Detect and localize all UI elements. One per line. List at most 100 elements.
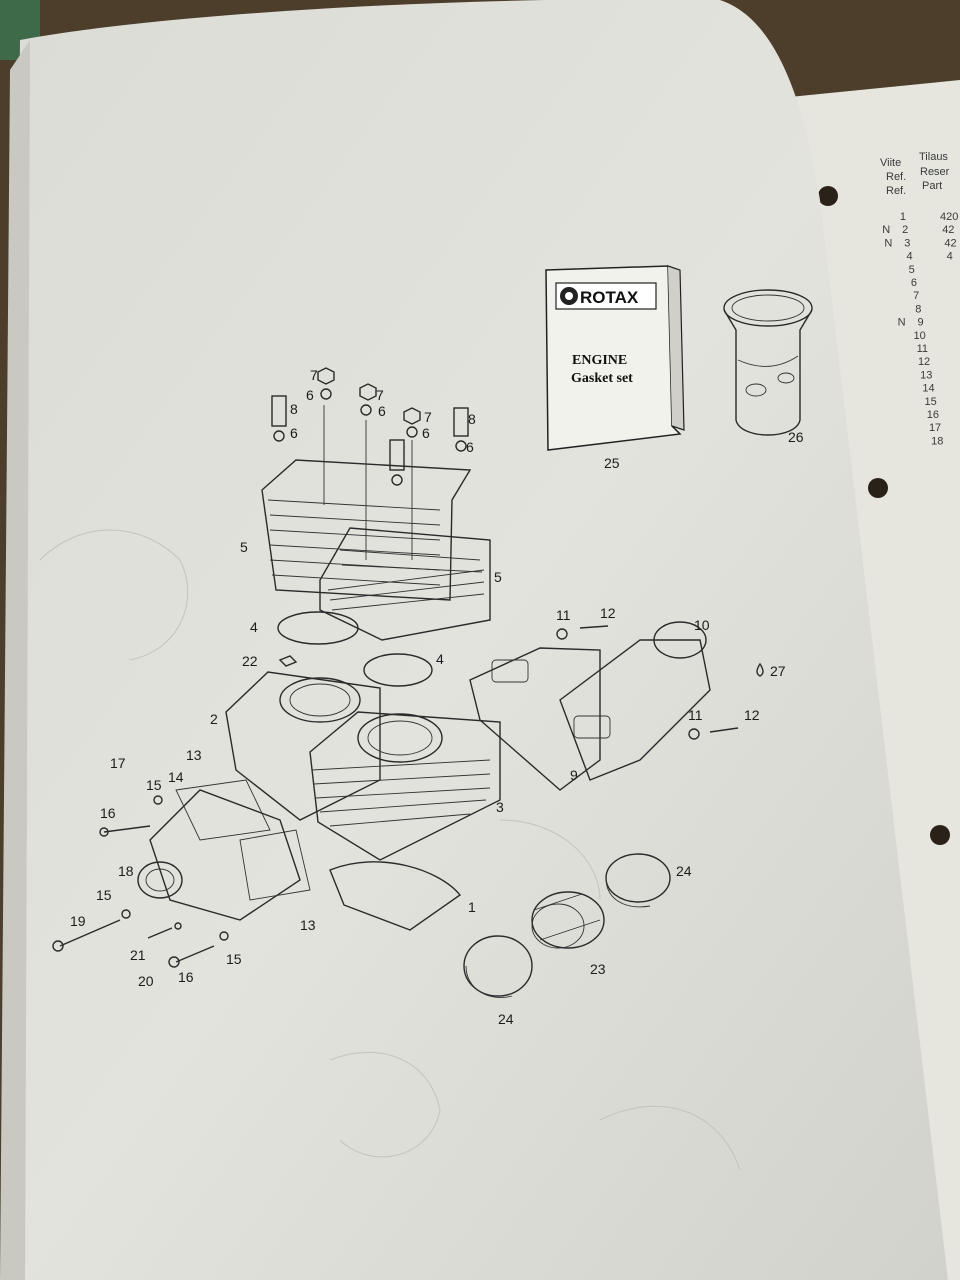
callout: 4 bbox=[436, 651, 444, 667]
intake-manifold bbox=[52, 779, 311, 968]
table-ref: 1 bbox=[900, 211, 906, 223]
table-ref: 12 bbox=[918, 356, 930, 368]
callout: 19 bbox=[70, 913, 86, 929]
table-header: Ref. bbox=[886, 171, 906, 183]
booklet-title: ENGINE bbox=[572, 353, 627, 368]
table-header: Tilaus bbox=[919, 151, 948, 163]
table-header: Reser bbox=[920, 166, 950, 178]
callout: 7 bbox=[424, 409, 432, 425]
callout: 6 bbox=[290, 425, 298, 441]
table-part: 42 bbox=[942, 224, 954, 236]
binder-hole bbox=[930, 825, 950, 845]
callout: 12 bbox=[744, 707, 760, 723]
table-ref: 9 bbox=[917, 317, 923, 329]
callout: 7 bbox=[310, 367, 318, 383]
table-ref: 17 bbox=[929, 422, 941, 434]
cylinder-liner bbox=[723, 289, 813, 436]
table-part: 42 bbox=[944, 237, 956, 249]
sleeve-and-clamps bbox=[463, 853, 671, 998]
stud bbox=[389, 439, 405, 471]
callout: 6 bbox=[466, 439, 474, 455]
head-gasket bbox=[363, 653, 433, 687]
callout: 14 bbox=[168, 769, 184, 785]
droplet-icon bbox=[756, 662, 764, 677]
callout: 20 bbox=[138, 973, 154, 989]
callout: 23 bbox=[590, 961, 606, 977]
binder-hole bbox=[868, 478, 888, 498]
callout: 18 bbox=[118, 863, 134, 879]
callout: 17 bbox=[110, 755, 126, 771]
callout: 8 bbox=[468, 411, 476, 427]
callout: 6 bbox=[378, 403, 386, 419]
callout: 26 bbox=[788, 429, 804, 445]
nut-7 bbox=[317, 367, 335, 385]
exhaust-manifold bbox=[469, 621, 764, 791]
callout: 11 bbox=[556, 607, 571, 623]
table-ref: 13 bbox=[920, 369, 932, 381]
callout: 27 bbox=[770, 663, 786, 679]
gasket-set-booklet: ROTAX ENGINE Gasket set bbox=[545, 265, 685, 451]
table-ref: 16 bbox=[927, 409, 939, 421]
table-flag: N bbox=[884, 237, 892, 249]
brand-text: ROTAX bbox=[580, 288, 639, 307]
callout: 25 bbox=[604, 455, 620, 471]
table-ref: 8 bbox=[915, 303, 921, 315]
callout: 3 bbox=[496, 799, 504, 815]
table-flag: N bbox=[898, 317, 906, 329]
callout: 6 bbox=[306, 387, 314, 403]
callout: 13 bbox=[300, 917, 316, 933]
callout: 24 bbox=[676, 863, 692, 879]
callout: 7 bbox=[376, 387, 384, 403]
table-flag: N bbox=[882, 224, 890, 236]
table-header: Part bbox=[922, 180, 942, 192]
main-page bbox=[10, 0, 948, 1280]
callout: 5 bbox=[240, 539, 248, 555]
table-header: Ref. bbox=[886, 185, 906, 197]
nut-7 bbox=[359, 383, 377, 401]
table-header: Viite bbox=[880, 157, 901, 169]
part-22 bbox=[278, 655, 298, 667]
binder-hole bbox=[818, 186, 838, 206]
table-part: 4 bbox=[947, 251, 953, 263]
nut-7 bbox=[403, 407, 421, 425]
callout: 15 bbox=[226, 951, 242, 967]
table-ref: 3 bbox=[904, 237, 910, 249]
page-stack-edge bbox=[0, 40, 30, 1280]
callout: 16 bbox=[178, 969, 194, 985]
table-part: 420 bbox=[940, 211, 958, 223]
booklet-subtitle: Gasket set bbox=[571, 371, 633, 386]
table-ref: 4 bbox=[906, 251, 912, 263]
callout: 16 bbox=[100, 805, 116, 821]
table-ref: 14 bbox=[922, 383, 934, 395]
callout: 9 bbox=[570, 767, 578, 783]
callout: 4 bbox=[250, 619, 258, 635]
callout: 1 bbox=[468, 899, 476, 915]
table-ref: 11 bbox=[917, 343, 928, 355]
callout: 22 bbox=[242, 653, 258, 669]
base-gasket bbox=[329, 861, 462, 931]
callout: 15 bbox=[96, 887, 112, 903]
callout: 5 bbox=[494, 569, 502, 585]
callout: 2 bbox=[210, 711, 218, 727]
stud-8 bbox=[271, 395, 287, 427]
callout: 21 bbox=[130, 947, 146, 963]
stud-8 bbox=[453, 407, 469, 437]
callout: 8 bbox=[290, 401, 298, 417]
callout: 24 bbox=[498, 1011, 514, 1027]
table-ref: 5 bbox=[909, 264, 915, 276]
table-ref: 2 bbox=[902, 224, 908, 236]
callout: 12 bbox=[600, 605, 616, 621]
callouts: 1 2 3 4 4 5 5 6 6 6 6 6 7 7 7 8 8 9 10 1… bbox=[70, 367, 804, 1027]
table-ref: 10 bbox=[914, 330, 926, 342]
callout: 13 bbox=[186, 747, 202, 763]
faded-background-drawing bbox=[39, 529, 741, 1171]
cylinder-heads bbox=[261, 367, 491, 641]
callout: 11 bbox=[688, 707, 703, 723]
table-ref: 15 bbox=[925, 396, 937, 408]
callout: 10 bbox=[694, 617, 710, 633]
callout: 6 bbox=[422, 425, 430, 441]
head-gasket bbox=[277, 611, 359, 645]
table-ref: 18 bbox=[931, 435, 943, 447]
